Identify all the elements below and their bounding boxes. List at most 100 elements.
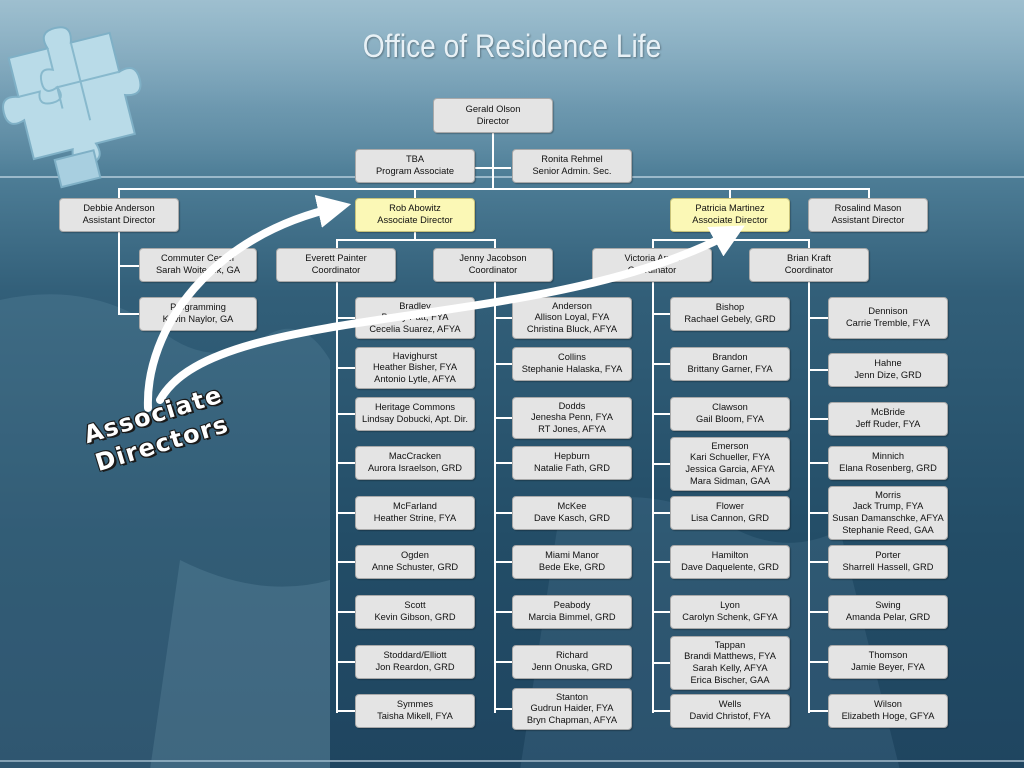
connector-line <box>336 239 496 241</box>
connector-line <box>808 418 830 420</box>
org-box-title: Porter <box>875 550 901 561</box>
org-box-line: Lindsay Dobucki, Apt. Dir. <box>362 414 468 424</box>
org-box-line: Kevin Gibson, GRD <box>374 612 456 622</box>
org-box-line: Assistant Director <box>82 215 156 225</box>
org-box-title: Scott <box>404 600 426 611</box>
org-box-title: Emerson <box>711 440 749 451</box>
page-title: Office of Residence Life <box>362 28 662 64</box>
org-box-line: Antonio Lytle, AFYA <box>374 373 456 384</box>
connector-line <box>808 239 810 249</box>
puzzle-logo-icon <box>2 26 142 189</box>
org-box-title: Swing <box>875 600 901 611</box>
org-box-line: Susan Damanschke, AFYA <box>832 513 944 523</box>
connector-line <box>494 512 514 514</box>
org-box-title: Havighurst <box>392 350 438 361</box>
connector-line <box>414 188 416 200</box>
connector-line <box>652 561 672 563</box>
connector-line <box>808 611 830 613</box>
connector-line <box>336 367 356 369</box>
org-box-line: Sarah Woitesek, GA <box>155 265 241 275</box>
connector-line <box>494 317 514 319</box>
org-box-title: Brian Kraft <box>787 253 831 264</box>
org-box-line: Coordinator <box>468 265 518 275</box>
org-box-line: Rachael Gebely, GRD <box>684 314 776 324</box>
org-box-line: Natalie Fath, GRD <box>534 463 610 473</box>
org-box-title: Wells <box>718 699 742 710</box>
org-box-line: Kari Schueller, FYA <box>690 452 770 463</box>
org-box-line: Elana Rosenberg, GRD <box>839 463 937 473</box>
connector-line <box>652 313 672 315</box>
org-box-line: Elizabeth Hoge, GFYA <box>841 711 935 721</box>
org-box-line: Coordinator <box>627 265 677 275</box>
org-box-title: Stanton <box>555 691 589 702</box>
org-box-title: McKee <box>557 501 587 512</box>
connector-line <box>808 561 830 563</box>
connector-line <box>475 167 511 169</box>
org-box-title: Ogden <box>401 550 429 561</box>
org-box-title: Bishop <box>715 302 745 313</box>
connector-line <box>494 462 514 464</box>
connector-line <box>494 611 514 613</box>
connector-line <box>494 708 514 710</box>
org-box-line: Jeff Ruder, FYA <box>855 419 921 429</box>
connector-line <box>494 661 514 663</box>
connector-line <box>652 413 672 415</box>
org-box-line: Marcia Bimmel, GRD <box>528 612 616 622</box>
connector-line <box>652 281 654 713</box>
connector-line <box>336 561 356 563</box>
org-box-title: Rob Abowitz <box>389 203 441 214</box>
connector-line <box>118 231 120 315</box>
connector-line <box>492 133 494 189</box>
connector-line <box>336 413 356 415</box>
org-box-title: Debbie Anderson <box>83 203 155 214</box>
org-box-line: Coordinator <box>311 265 361 275</box>
org-box-title: Programming <box>170 302 226 313</box>
connector-line <box>118 188 120 200</box>
connector-line <box>494 561 514 563</box>
org-box-title: Richard <box>555 650 589 661</box>
org-box-title: Dodds <box>558 400 586 411</box>
org-box-line: Heather Bisher, FYA <box>372 362 458 373</box>
org-box-line: Mara Sidman, GAA <box>689 475 771 486</box>
connector-line <box>652 512 672 514</box>
org-box-line: Program Associate <box>375 166 455 176</box>
org-box-title: Lyon <box>720 600 740 611</box>
org-box-title: Thomson <box>868 650 908 661</box>
org-box-line: Erica Bischer, GAA <box>690 674 770 685</box>
org-box-line: Brittany Garner, FYA <box>687 364 773 374</box>
org-box-title: Tappan <box>714 639 746 650</box>
connector-line <box>729 188 731 200</box>
connector-line <box>118 313 140 315</box>
connector-line <box>494 281 496 713</box>
connector-line <box>652 463 672 465</box>
org-box-title: Hepburn <box>554 451 590 462</box>
org-box-line: Jack Trump, FYA <box>852 501 924 512</box>
org-box-title: Hamilton <box>711 550 749 561</box>
org-box-line: Cecelia Suarez, AFYA <box>369 323 461 334</box>
connector-line <box>494 417 514 419</box>
connector-line <box>336 710 356 712</box>
